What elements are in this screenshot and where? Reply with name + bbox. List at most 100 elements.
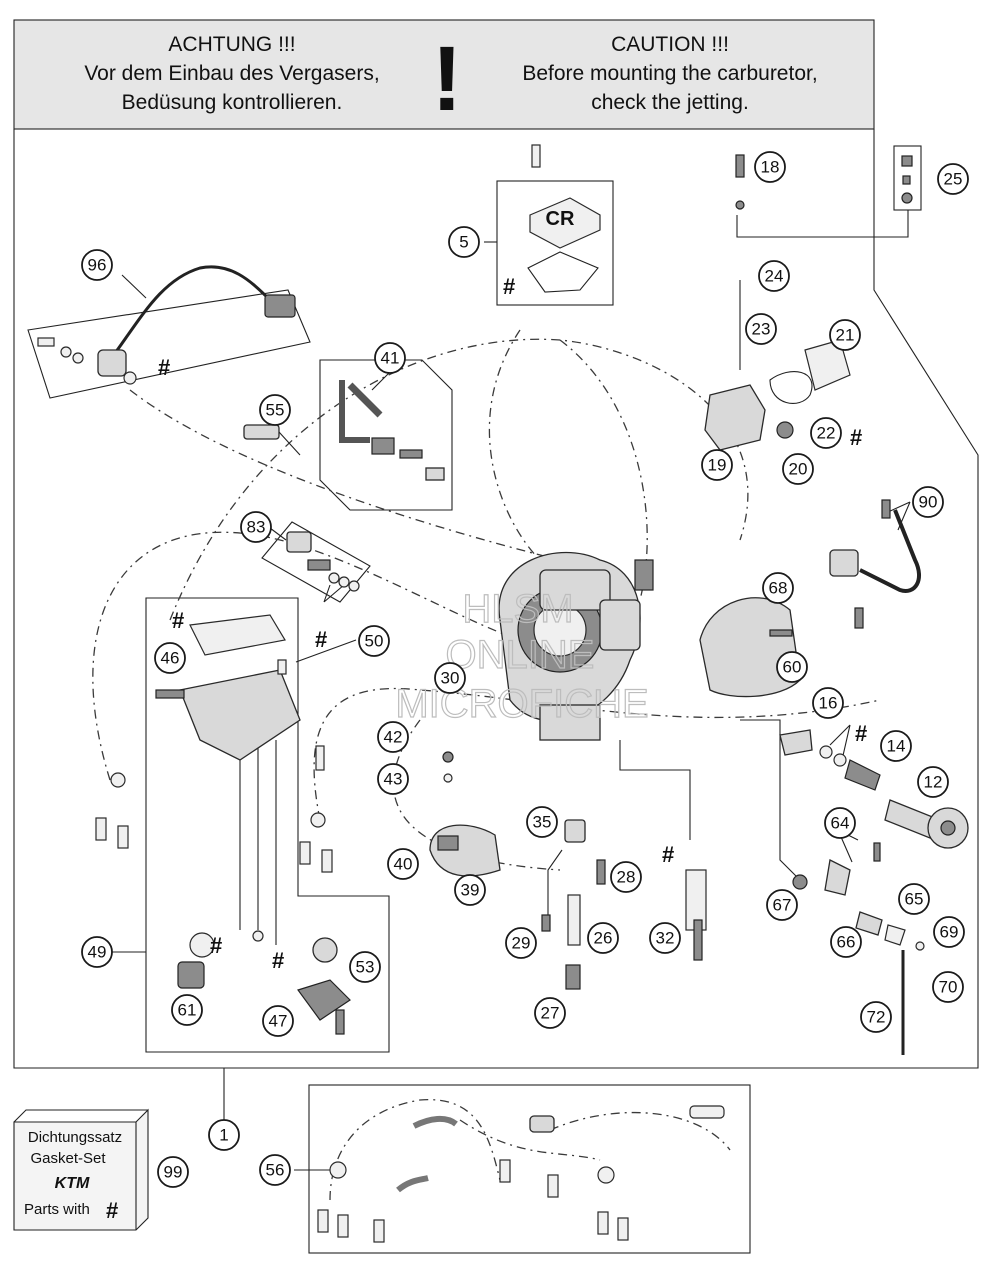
svg-text:68: 68 bbox=[769, 579, 788, 598]
svg-text:23: 23 bbox=[752, 320, 771, 339]
svg-text:64: 64 bbox=[831, 814, 850, 833]
gasket-marker: # bbox=[850, 425, 862, 450]
svg-text:70: 70 bbox=[939, 978, 958, 997]
svg-text:43: 43 bbox=[384, 770, 403, 789]
callout-35: 35 bbox=[526, 806, 558, 838]
callout-40: 40 bbox=[387, 848, 419, 880]
svg-text:22: 22 bbox=[817, 424, 836, 443]
german-warning-line-2: Vor dem Einbau des Vergasers, bbox=[84, 62, 379, 85]
hose-kit-parts bbox=[317, 1099, 731, 1243]
svg-text:60: 60 bbox=[783, 658, 802, 677]
svg-text:42: 42 bbox=[384, 728, 403, 747]
callout-20: 20 bbox=[782, 453, 814, 485]
svg-text:53: 53 bbox=[356, 958, 375, 977]
svg-text:5: 5 bbox=[459, 233, 468, 252]
callout-60: 60 bbox=[776, 651, 808, 683]
callout-49: 49 bbox=[81, 936, 113, 968]
jets-and-needle bbox=[429, 751, 707, 990]
svg-text:47: 47 bbox=[269, 1012, 288, 1031]
choke-linkage bbox=[829, 499, 921, 629]
gasket-marker: # bbox=[172, 608, 184, 633]
svg-text:65: 65 bbox=[905, 890, 924, 909]
callout-70: 70 bbox=[932, 971, 964, 1003]
brand-logo: KTM bbox=[55, 1175, 90, 1192]
svg-text:39: 39 bbox=[461, 881, 480, 900]
svg-text:24: 24 bbox=[765, 267, 784, 286]
callout-16: 16 bbox=[812, 687, 844, 719]
callout-18: 18 bbox=[754, 151, 786, 183]
gasket-markers: # # # # # # # # # bbox=[158, 274, 867, 973]
svg-text:32: 32 bbox=[656, 929, 675, 948]
svg-text:28: 28 bbox=[617, 868, 636, 887]
gasket-marker: # bbox=[272, 948, 284, 973]
callout-53: 53 bbox=[349, 951, 381, 983]
carburetor-top-cover: CR bbox=[527, 144, 601, 293]
callout-24: 24 bbox=[758, 260, 790, 292]
svg-text:67: 67 bbox=[773, 896, 792, 915]
svg-text:25: 25 bbox=[944, 170, 963, 189]
svg-text:18: 18 bbox=[761, 158, 780, 177]
german-warning-line-3: Bedüsung kontrollieren. bbox=[122, 91, 343, 114]
carburetor-body bbox=[498, 552, 654, 741]
cover-cr-label: CR bbox=[546, 208, 575, 230]
callout-42: 42 bbox=[377, 721, 409, 753]
svg-text:96: 96 bbox=[88, 256, 107, 275]
svg-text:49: 49 bbox=[88, 943, 107, 962]
gasket-marker: # bbox=[503, 274, 515, 299]
choke-plunger-parts bbox=[243, 380, 445, 481]
gasket-set-label-en: Gasket-Set bbox=[30, 1150, 106, 1167]
svg-text:90: 90 bbox=[919, 493, 938, 512]
watermark: HLSM ONLINE MICROFICHE bbox=[395, 586, 650, 726]
svg-text:27: 27 bbox=[541, 1004, 560, 1023]
callout-22: 22 bbox=[810, 417, 842, 449]
callout-29: 29 bbox=[505, 927, 537, 959]
svg-text:30: 30 bbox=[441, 669, 460, 688]
svg-text:20: 20 bbox=[789, 460, 808, 479]
callout-67: 67 bbox=[766, 889, 798, 921]
svg-text:12: 12 bbox=[924, 773, 943, 792]
callout-90: 90 bbox=[912, 486, 944, 518]
throttle-assembly bbox=[699, 597, 969, 1055]
callout-19: 19 bbox=[701, 449, 733, 481]
callout-50: 50 bbox=[358, 625, 390, 657]
svg-text:46: 46 bbox=[161, 649, 180, 668]
svg-text:55: 55 bbox=[266, 401, 285, 420]
main-assembly-frame bbox=[13, 129, 979, 1069]
callout-83: 83 bbox=[240, 511, 272, 543]
gasket-marker: # bbox=[210, 933, 222, 958]
svg-text:16: 16 bbox=[819, 694, 838, 713]
gasket-marker: # bbox=[315, 627, 327, 652]
watermark-line-1: HLSM bbox=[462, 587, 573, 631]
gasket-marker: # bbox=[662, 842, 674, 867]
svg-text:21: 21 bbox=[836, 326, 855, 345]
fuel-connector bbox=[286, 531, 360, 592]
callout-5: 5 bbox=[448, 226, 480, 258]
vent-hose-ends bbox=[95, 745, 333, 873]
callout-12: 12 bbox=[917, 766, 949, 798]
watermark-line-2: ONLINE bbox=[446, 633, 595, 677]
svg-text:66: 66 bbox=[837, 933, 856, 952]
float-chamber bbox=[155, 614, 351, 1035]
callout-56: 56 bbox=[259, 1154, 291, 1186]
leader-lines bbox=[112, 210, 911, 1171]
svg-text:19: 19 bbox=[708, 456, 727, 475]
callout-1: 1 bbox=[208, 1119, 240, 1151]
svg-text:50: 50 bbox=[365, 632, 384, 651]
warning-exclamation-mark: ! bbox=[432, 28, 463, 130]
callout-46: 46 bbox=[154, 642, 186, 674]
callout-26: 26 bbox=[587, 922, 619, 954]
callout-68: 68 bbox=[762, 572, 794, 604]
float-chamber-frame bbox=[145, 597, 390, 1053]
callout-72: 72 bbox=[860, 1001, 892, 1033]
callout-99: 99 bbox=[157, 1156, 189, 1188]
svg-text:29: 29 bbox=[512, 934, 531, 953]
callout-30: 30 bbox=[434, 662, 466, 694]
callout-55: 55 bbox=[259, 394, 291, 426]
callout-61: 61 bbox=[171, 994, 203, 1026]
callout-66: 66 bbox=[830, 926, 862, 958]
gasket-marker: # bbox=[158, 355, 170, 380]
svg-text:72: 72 bbox=[867, 1008, 886, 1027]
callout-23: 23 bbox=[745, 313, 777, 345]
parts-with-label: Parts with bbox=[24, 1201, 90, 1218]
